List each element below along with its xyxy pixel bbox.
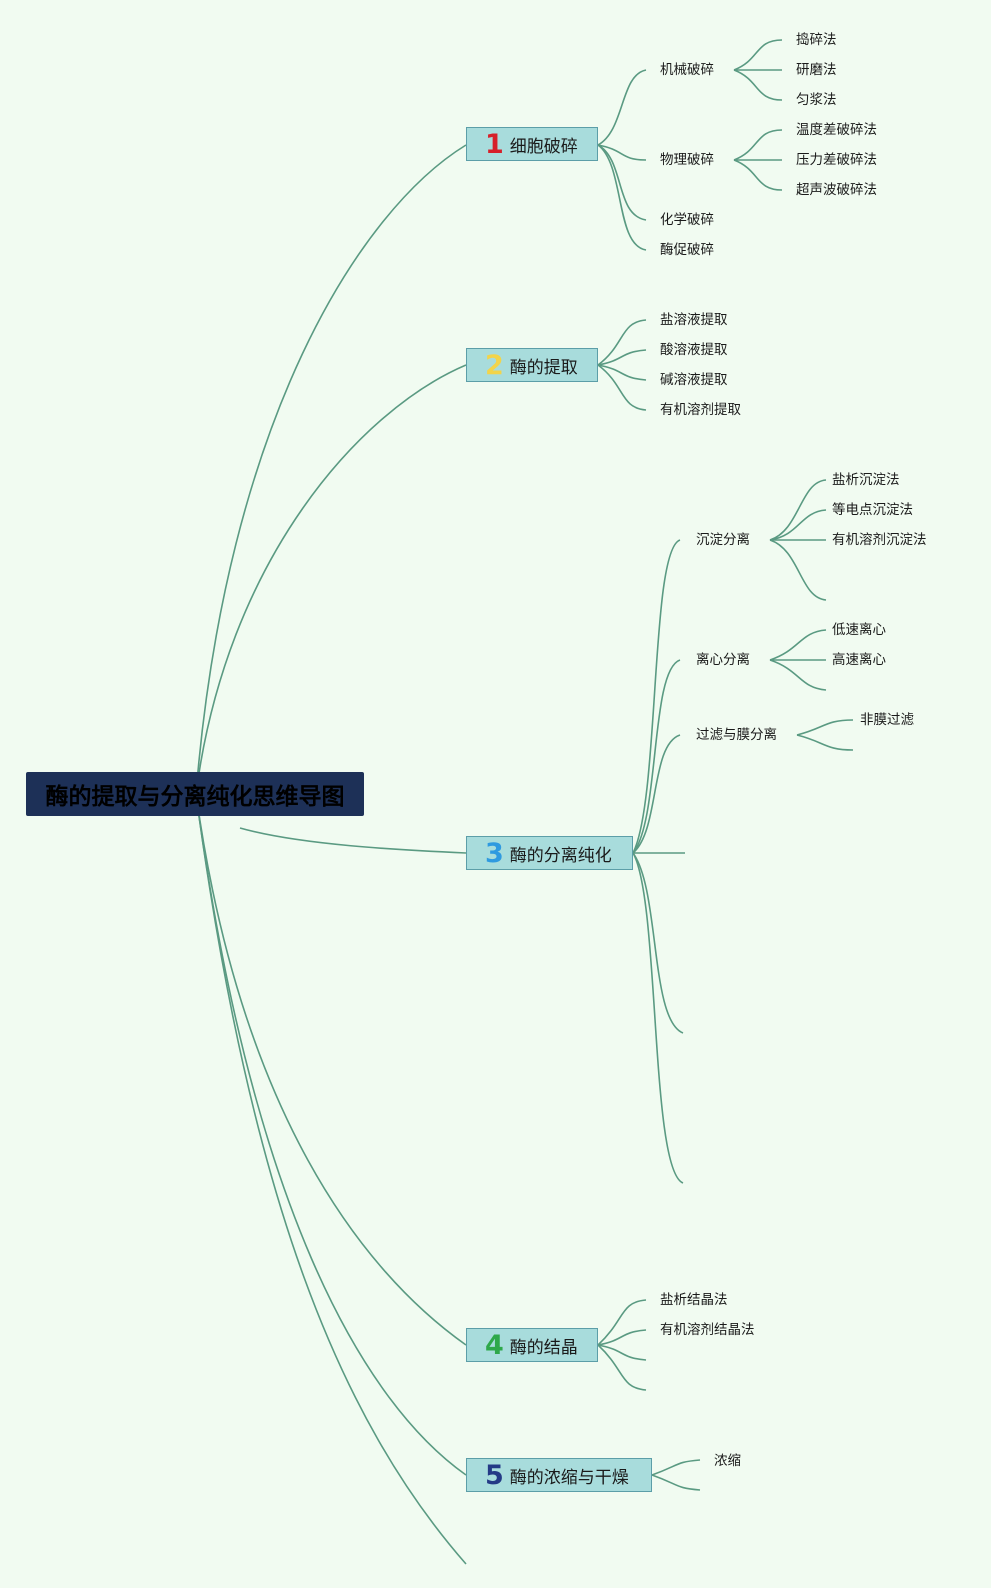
- edge-t1-c1: [597, 69, 647, 146]
- edge-root-topic1: [195, 144, 467, 795]
- edge-t3-c1: [632, 539, 681, 854]
- root-topic[interactable]: 酶的提取与分离纯化思维导图: [26, 772, 364, 816]
- topic-label: 酶的提取: [509, 357, 578, 378]
- edge-root-topic5: [195, 793, 467, 1476]
- topic-number: 5: [485, 1459, 504, 1491]
- edge-root-topic2: [195, 364, 467, 795]
- edge-t1-c4: [597, 144, 647, 251]
- node-leaf[interactable]: 低速离心: [832, 622, 886, 638]
- topic-number: 4: [485, 1329, 504, 1361]
- edge-t4-c3: [597, 1344, 647, 1361]
- edge-t3-c3: [632, 734, 681, 854]
- node-chemical-disruption[interactable]: 化学破碎: [660, 212, 714, 228]
- edge-t5-c2: [651, 1474, 701, 1491]
- topic-concentration-drying[interactable]: 5 酶的浓缩与干燥: [466, 1458, 652, 1492]
- edge-t3-c2: [632, 659, 681, 854]
- node-leaf[interactable]: 匀浆法: [796, 92, 837, 108]
- node-leaf[interactable]: 捣碎法: [796, 32, 837, 48]
- topic-number: 1: [485, 128, 504, 160]
- node-leaf[interactable]: 盐析结晶法: [660, 1292, 728, 1308]
- edge-c1-l3: [733, 69, 783, 101]
- node-leaf[interactable]: 超声波破碎法: [796, 182, 877, 198]
- edge-s3-l1: [796, 719, 854, 736]
- edge-t1-c2: [597, 144, 647, 161]
- node-leaf[interactable]: 盐析沉淀法: [832, 472, 900, 488]
- node-leaf[interactable]: 高速离心: [832, 652, 886, 668]
- node-leaf[interactable]: 压力差破碎法: [796, 152, 877, 168]
- topic-enzyme-crystallization[interactable]: 4 酶的结晶: [466, 1328, 598, 1362]
- topic-number: 2: [485, 349, 504, 381]
- topic-number: 3: [485, 837, 504, 869]
- topic-cell-disruption[interactable]: 1 细胞破碎: [466, 127, 598, 161]
- node-leaf[interactable]: 非膜过滤: [860, 712, 914, 728]
- node-leaf[interactable]: 有机溶剂结晶法: [660, 1322, 755, 1338]
- node-leaf[interactable]: 等电点沉淀法: [832, 502, 913, 518]
- edge-s2-l3: [769, 659, 827, 691]
- edge-c2-l3: [733, 159, 783, 191]
- topic-label: 酶的浓缩与干燥: [509, 1467, 629, 1488]
- edge-root-topic3: [239, 827, 467, 854]
- edge-t4-c4: [597, 1344, 647, 1391]
- edge-s2-l1: [769, 629, 827, 661]
- node-leaf[interactable]: 研磨法: [796, 62, 837, 78]
- edge-t3-c5: [632, 852, 684, 1034]
- node-leaf[interactable]: 有机溶剂沉淀法: [832, 532, 927, 548]
- edge-t5-c1: [651, 1459, 701, 1476]
- node-leaf[interactable]: 碱溶液提取: [660, 372, 728, 388]
- topic-label: 酶的分离纯化: [509, 845, 612, 866]
- node-filtration-membrane-separation[interactable]: 过滤与膜分离: [696, 727, 777, 743]
- node-precipitation-separation[interactable]: 沉淀分离: [696, 532, 750, 548]
- edge-s1-l4: [769, 539, 827, 601]
- node-leaf[interactable]: 有机溶剂提取: [660, 402, 741, 418]
- edge-t4-c1: [597, 1299, 647, 1346]
- edge-c1-l1: [733, 39, 783, 71]
- edge-t3-c6: [632, 852, 684, 1184]
- edge-c2-l1: [733, 129, 783, 161]
- topic-separation-purification[interactable]: 3 酶的分离纯化: [466, 836, 633, 870]
- node-mechanical-disruption[interactable]: 机械破碎: [660, 62, 714, 78]
- node-enzymatic-disruption[interactable]: 酶促破碎: [660, 242, 714, 258]
- topic-label: 细胞破碎: [509, 136, 578, 157]
- node-leaf[interactable]: 温度差破碎法: [796, 122, 877, 138]
- node-physical-disruption[interactable]: 物理破碎: [660, 152, 714, 168]
- edge-s1-l2: [769, 509, 827, 541]
- edge-s3-l2: [796, 734, 854, 751]
- edge-t1-c3: [597, 144, 647, 221]
- edge-t2-c1: [597, 319, 647, 366]
- edge-t2-c4: [597, 364, 647, 411]
- node-leaf[interactable]: 酸溶液提取: [660, 342, 728, 358]
- edge-t2-c3: [597, 364, 647, 381]
- edge-root-topic4: [195, 793, 467, 1346]
- node-leaf[interactable]: 盐溶液提取: [660, 312, 728, 328]
- topic-enzyme-extraction[interactable]: 2 酶的提取: [466, 348, 598, 382]
- edge-root-extra: [195, 793, 467, 1565]
- topic-label: 酶的结晶: [509, 1337, 578, 1358]
- node-leaf[interactable]: 浓缩: [714, 1453, 741, 1469]
- edge-s1-l1: [769, 479, 827, 541]
- edge-t2-c2: [597, 349, 647, 366]
- edge-t4-c2: [597, 1329, 647, 1346]
- node-centrifugal-separation[interactable]: 离心分离: [696, 652, 750, 668]
